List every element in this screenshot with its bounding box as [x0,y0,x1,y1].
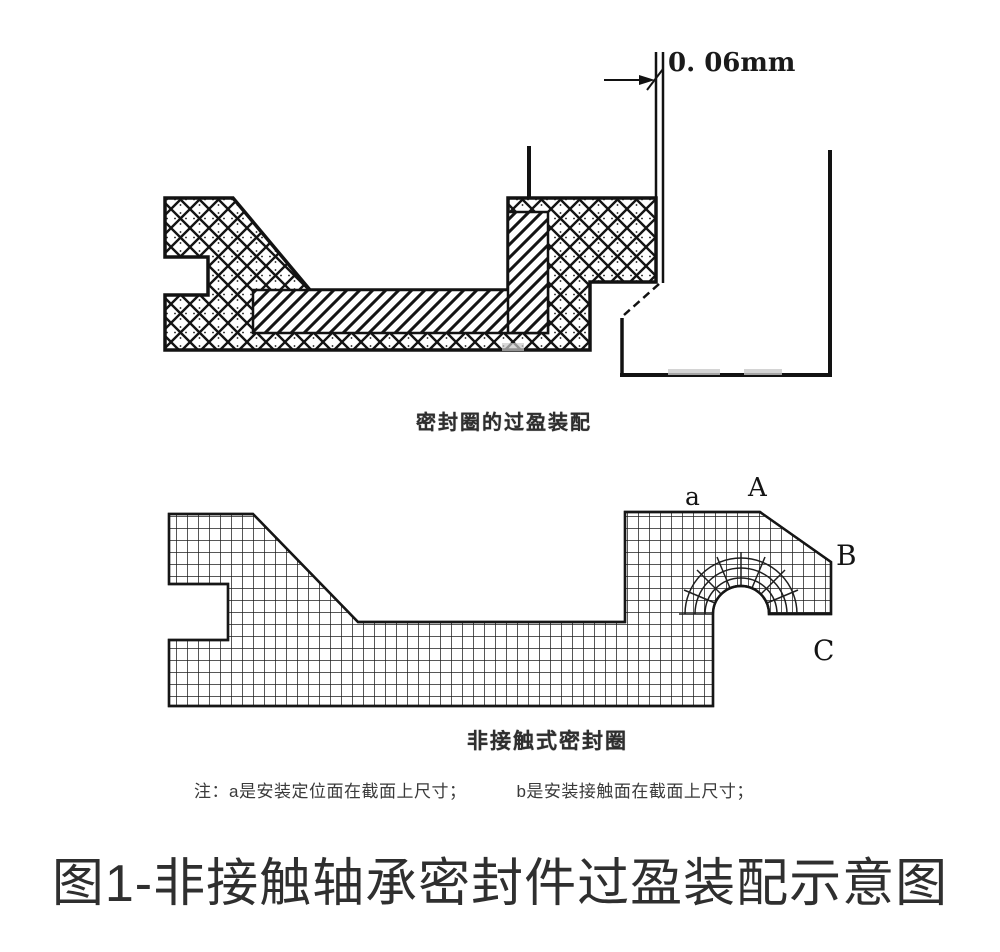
figure-title: 图1-非接触轴承密封件过盈装配示意图 [51,855,949,913]
note-text: 注：a是安装定位面在截面上尺寸； b是安装接触面在截面上尺寸； [194,777,754,802]
note-part2: b是安装接触面在截面上尺寸； [516,782,754,801]
scan-smudge [502,343,524,351]
caption-seal-assembly: 密封圈的过盈装配 [416,412,592,434]
dimension-arrow [604,68,664,91]
mesh-outline [167,510,833,708]
scan-smudge [668,369,720,375]
housing-outline [620,150,832,377]
label-B: B [836,539,857,572]
scan-smudge [744,369,782,375]
gap-dimension-text: 0. 06mm [668,48,795,78]
arch-notch-fan [679,552,803,615]
metal-insert-band [251,288,550,335]
seal-assembly-figure: 0. 06mm [163,48,832,377]
caption-non-contact-seal: 非接触式密封圈 [467,730,628,753]
label-A: A [747,473,768,503]
gap-dimension-lines [654,52,665,283]
metal-insert-leg [506,210,550,335]
broken-edge-dashes [623,283,660,316]
label-a: a [685,482,700,511]
label-C: C [813,634,834,667]
mesh-figure: a A B C [167,473,857,708]
mesh-seal-body [167,510,833,708]
note-part1: 注：a是安装定位面在截面上尺寸； [194,782,467,801]
